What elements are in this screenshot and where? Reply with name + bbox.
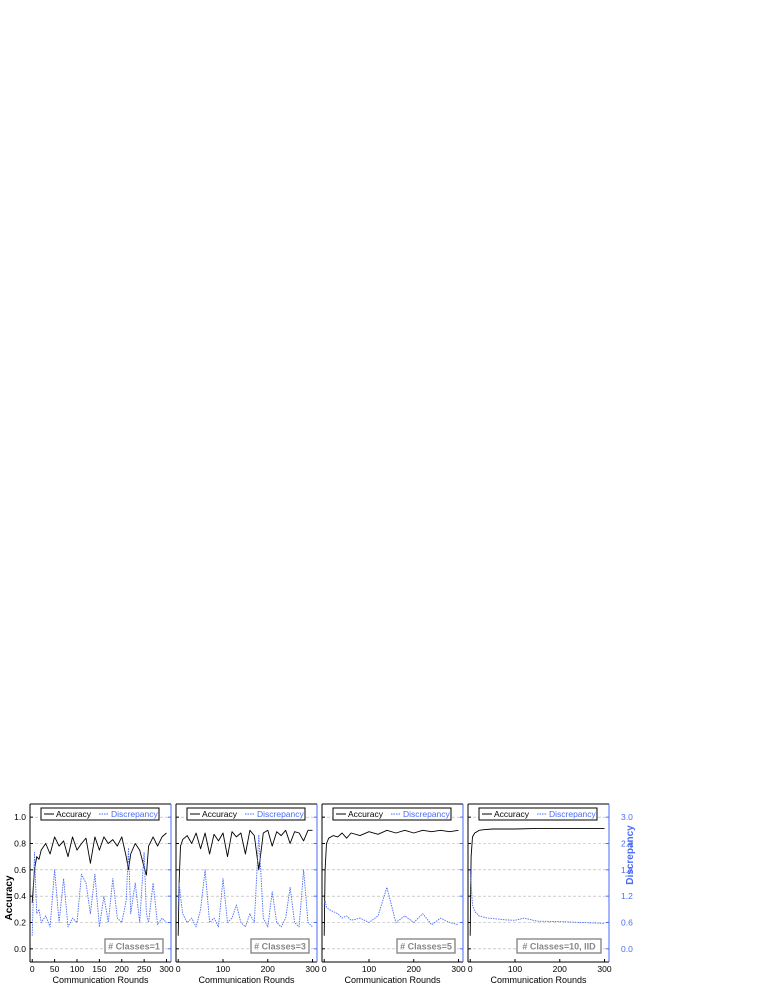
accuracy-line (31, 832, 167, 903)
panel-4: 0.0 0.6 1.2 1.8 2.4 3.0 0 100 200 300Communicatio… (467, 803, 633, 985)
right-tick-label: 1.8 (621, 865, 633, 875)
right-tick-label: 3.0 (621, 812, 633, 822)
right-tick-label: 2.4 (621, 839, 633, 849)
discrepancy-line (177, 834, 313, 928)
x-tick-label: 50 (50, 964, 60, 974)
x-tick-label: 100 (508, 964, 522, 974)
legend: Accuracy Discrepancy (478, 807, 598, 821)
x-tick-label: 100 (362, 964, 376, 974)
x-tick-label: 150 (92, 964, 106, 974)
x-tick-label: 300 (305, 964, 319, 974)
left-ylabel: Accuracy (4, 875, 15, 920)
annotation-label: # Classes=10, IID (522, 942, 596, 952)
right-tick-label: 0.6 (621, 918, 633, 928)
x-tick-label: 300 (451, 964, 465, 974)
accuracy-line (177, 829, 313, 936)
discrepancy-line (469, 869, 605, 924)
legend-discrepancy-label: Discrepancy (111, 809, 159, 819)
left-tick-label: 0.2 (14, 918, 26, 928)
x-tick-label: 200 (115, 964, 129, 974)
annotation-box (250, 938, 310, 954)
legend-discrepancy-label: Discrepancy (549, 809, 597, 819)
left-tick-label: 0.4 (14, 891, 26, 901)
accuracy-line (323, 829, 459, 936)
annotation-box (104, 938, 164, 954)
legend-accuracy-label: Accuracy (56, 809, 92, 819)
x-axis-label: Communication Rounds (52, 975, 149, 985)
left-tick-label: 0.0 (14, 944, 26, 954)
legend: Accuracy Discrepancy (332, 807, 452, 821)
x-tick-label: 200 (553, 964, 567, 974)
panel-1: 0.0 0.2 0.4 0.6 0.8 1.0 0 50 100 150 200 250 300Comm… (14, 803, 174, 985)
x-tick-label: 0 (30, 964, 35, 974)
x-tick-label: 300 (597, 964, 611, 974)
discrepancy-line (323, 886, 459, 926)
x-tick-label: 250 (137, 964, 151, 974)
x-tick-label: 0 (468, 964, 473, 974)
x-axis-label: Communication Rounds (344, 975, 441, 985)
legend: Accuracy Discrepancy (186, 807, 306, 821)
x-tick-label: 100 (216, 964, 230, 974)
legend-discrepancy-label: Discrepancy (403, 809, 451, 819)
x-tick-label: 0 (322, 964, 327, 974)
legend-accuracy-label: Accuracy (494, 809, 530, 819)
left-tick-label: 0.8 (14, 839, 26, 849)
right-ylabel: Discrepancy (625, 825, 636, 885)
left-tick-label: 0.6 (14, 865, 26, 875)
right-tick-label: 0.0 (621, 944, 633, 954)
annotation-label: # Classes=3 (254, 942, 306, 952)
x-tick-label: 300 (159, 964, 173, 974)
x-axis-label: Communication Rounds (490, 975, 587, 985)
x-tick-label: 200 (407, 964, 421, 974)
annotation-label: # Classes=5 (400, 942, 452, 952)
x-tick-label: 0 (176, 964, 181, 974)
annotation-box (516, 938, 602, 954)
accuracy-line (469, 827, 605, 936)
left-tick-label: 1.0 (14, 812, 26, 822)
x-tick-label: 100 (70, 964, 84, 974)
legend-discrepancy-label: Discrepancy (257, 809, 305, 819)
x-axis-label: Communication Rounds (198, 975, 295, 985)
legend: Accuracy Discrepancy (40, 807, 160, 821)
right-tick-label: 1.2 (621, 891, 633, 901)
x-tick-label: 200 (261, 964, 275, 974)
annotation-box (396, 938, 456, 954)
legend-accuracy-label: Accuracy (348, 809, 384, 819)
annotation-label: # Classes=1 (108, 942, 160, 952)
legend-accuracy-label: Accuracy (202, 809, 238, 819)
